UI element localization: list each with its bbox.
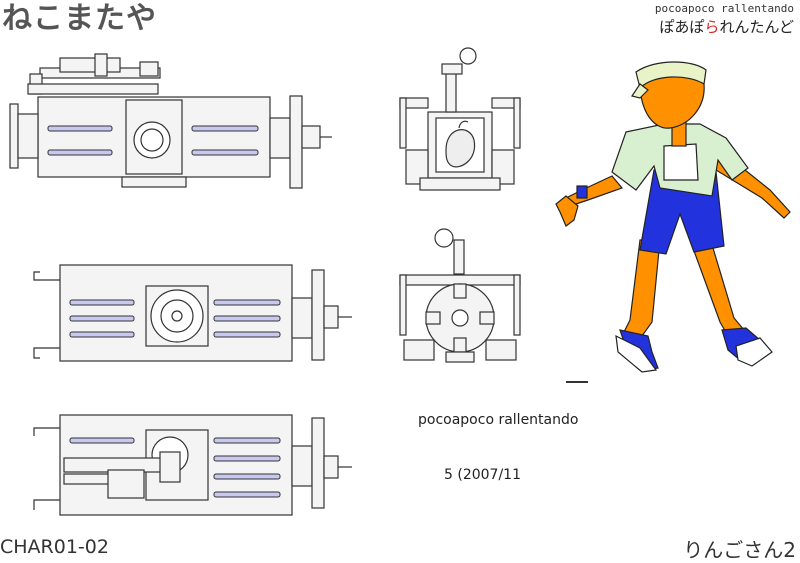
brand-kana-text: ぽあぽられんたんど xyxy=(659,16,794,37)
studio-logo-text: ねこまたや xyxy=(2,1,157,36)
project-title-text: pocoapoco rallentando xyxy=(418,412,579,428)
brand-kana-suffix: れんたんど xyxy=(719,18,794,36)
sheet-id-text: CHAR01-02 xyxy=(0,536,109,558)
brand-kana-accent: ら xyxy=(704,18,720,36)
robot-side-view-top xyxy=(9,53,332,189)
robot-side-view-bottom xyxy=(33,414,352,516)
robot-top-slots xyxy=(47,125,259,156)
robot-bottom-slots xyxy=(69,437,281,498)
date-text: 5 (2007/11 xyxy=(444,467,521,483)
robot-front-view-bottom xyxy=(399,228,521,363)
robot-front-view-top xyxy=(399,47,521,191)
robot-middle-slots xyxy=(69,299,281,338)
robot-side-view-middle xyxy=(33,264,352,362)
brand-latin-text: pocoapoco rallentando xyxy=(654,2,794,15)
character-figure xyxy=(555,61,791,373)
character-name-text: りんごさん2 xyxy=(683,538,796,562)
brand-kana-prefix: ぽあぽ xyxy=(659,18,705,36)
